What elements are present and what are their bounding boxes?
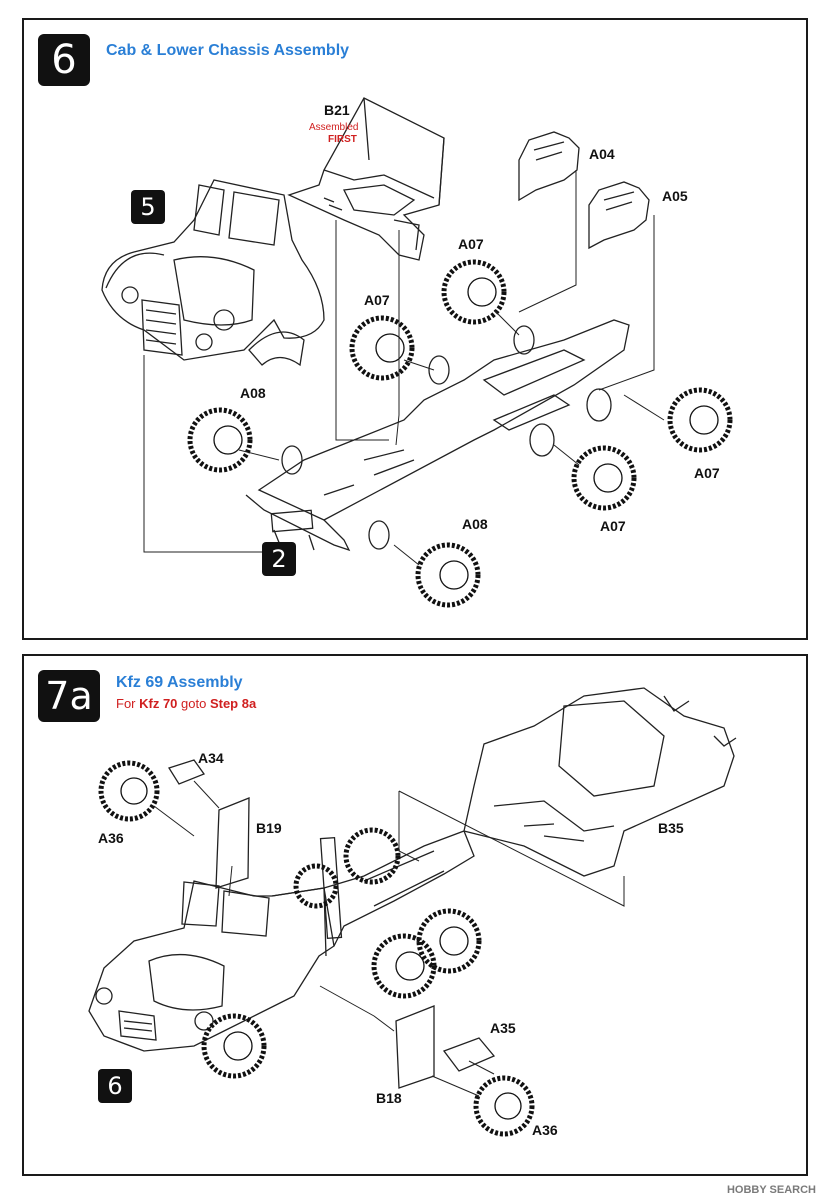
part-note-first: FIRST — [328, 134, 357, 145]
part-label-a07: A07 — [600, 518, 626, 534]
part-label-a05: A05 — [662, 188, 688, 204]
part-label-a35: A35 — [490, 1020, 516, 1036]
step-number-badge: 7a — [38, 670, 100, 722]
wheel-drawing — [98, 760, 535, 1137]
part-label-b18: B18 — [376, 1090, 402, 1106]
part-label-a36: A36 — [532, 1122, 558, 1138]
reference-step-6-badge: 6 — [98, 1069, 132, 1103]
part-label-a07: A07 — [458, 236, 484, 252]
wheel-drawing — [187, 259, 733, 608]
subtitle-text: For — [116, 696, 140, 711]
reference-step-2-badge: 2 — [262, 542, 296, 576]
cab-chassis-diagram — [101, 97, 733, 608]
step-subtitle: For Kfz 70 goto Step 8a — [116, 696, 256, 711]
a35-part-drawing — [442, 1037, 496, 1072]
part-label-b19: B19 — [256, 820, 282, 836]
step-7a-panel: 7a Kfz 69 Assembly For Kfz 70 goto Step … — [22, 654, 808, 1176]
part-label-a07: A07 — [694, 465, 720, 481]
part-label-a07: A07 — [364, 292, 390, 308]
part-label-b35: B35 — [658, 820, 684, 836]
b35-body-drawing — [463, 687, 737, 877]
subtitle-text: goto — [177, 696, 210, 711]
leader-lines — [153, 780, 625, 1097]
leader-lines — [143, 170, 665, 566]
vehicle-drawing — [88, 830, 475, 1052]
a34-part-drawing — [168, 759, 206, 785]
hub-drawing — [368, 520, 390, 550]
hub-drawing — [529, 423, 555, 457]
part-note-assembled: Assembled — [309, 122, 359, 133]
watermark: HOBBY SEARCH — [726, 1184, 816, 1196]
b18-panel-drawing — [395, 1005, 435, 1089]
kfz69-assembly-diagram — [88, 687, 737, 1137]
b21-floor-drawing — [287, 97, 445, 261]
part-label-a04: A04 — [589, 146, 615, 162]
part-label-a08: A08 — [240, 385, 266, 401]
chassis-frame-drawing — [245, 319, 630, 552]
step-title: Cab & Lower Chassis Assembly — [106, 42, 350, 59]
hub-drawing — [586, 388, 612, 422]
b19-panel-drawing — [215, 797, 250, 889]
hub-drawing — [513, 325, 535, 355]
hub-drawing — [281, 445, 303, 475]
part-label-b21: B21 — [324, 102, 350, 118]
step-number-badge: 6 — [38, 34, 90, 86]
reference-step-5-badge: 5 — [131, 190, 165, 224]
part-label-a08: A08 — [462, 516, 488, 532]
step-6-panel: 6 Cab & Lower Chassis Assembly — [22, 18, 808, 640]
cab-drawing — [101, 179, 325, 367]
subtitle-kfz70: Kfz 70 — [139, 696, 178, 711]
subtitle-step-link: Step 8a — [209, 696, 257, 711]
a05-bracket-drawing — [588, 181, 650, 250]
a04-bracket-drawing — [518, 131, 580, 202]
hub-drawing — [428, 355, 450, 385]
part-label-a34: A34 — [198, 750, 224, 766]
part-label-a36: A36 — [98, 830, 124, 846]
step-title: Kfz 69 Assembly — [116, 674, 243, 691]
